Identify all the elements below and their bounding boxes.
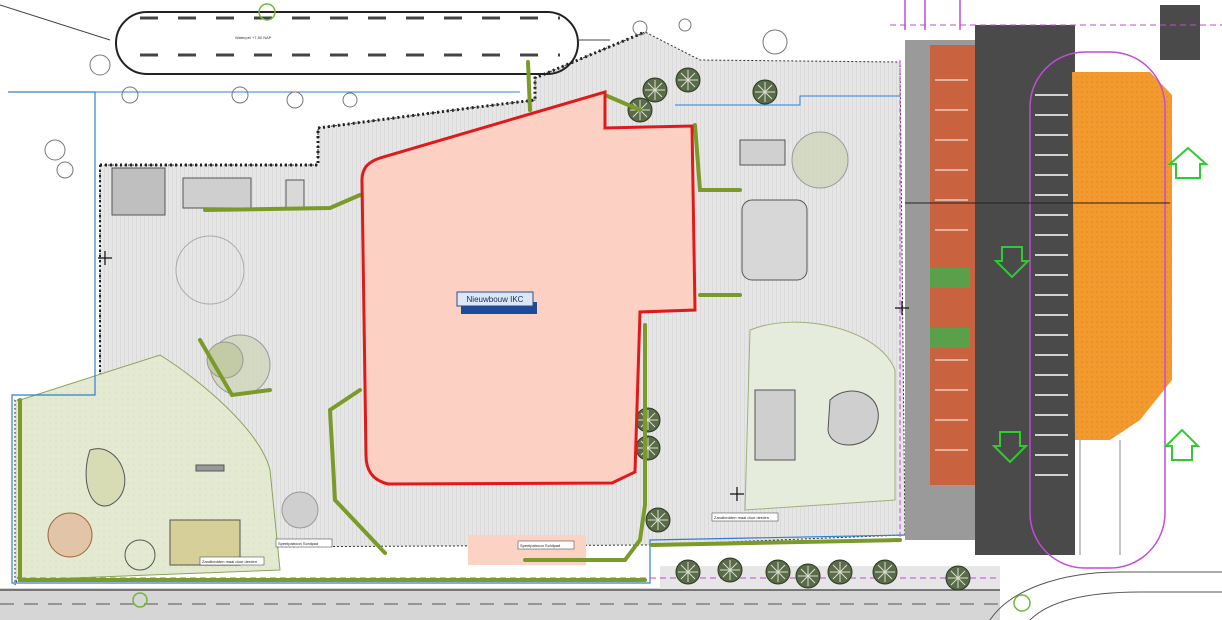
traffic-arrows xyxy=(991,146,1209,464)
top-street-note: Waterpel +7,50 NAP xyxy=(235,35,272,40)
building-footprint xyxy=(360,89,697,486)
pathway-note-right: Zandbedden maai door derden xyxy=(714,515,769,520)
tree-canopies xyxy=(44,18,971,591)
building-label: Nieuwbouw IKC xyxy=(467,295,524,304)
pathway-note-bottom: Speelpatroon Schilpad xyxy=(520,543,560,548)
arrow-down-icon xyxy=(993,246,1031,279)
green-walkways xyxy=(18,60,902,582)
arrow-down-icon xyxy=(991,431,1029,464)
parking-orange-lot xyxy=(1072,72,1172,440)
road-parking-zone xyxy=(905,5,1200,569)
survey-markers xyxy=(98,3,1031,612)
playground-features xyxy=(85,139,879,566)
pathway-note-center: Speelpatroon Schilpad xyxy=(278,541,318,546)
top-street: Waterpel +7,50 NAP xyxy=(0,4,610,75)
arrow-up-icon xyxy=(1167,146,1209,179)
building-ikc: Nieuwbouw IKC xyxy=(360,89,697,486)
annotation-labels: Zandbedden maai door derden Speelpatroon… xyxy=(199,512,779,566)
arrow-up-icon xyxy=(1163,428,1201,461)
pathway-note-left: Zandbedden maai door derden xyxy=(202,559,257,564)
lawn-area-right xyxy=(744,321,896,511)
